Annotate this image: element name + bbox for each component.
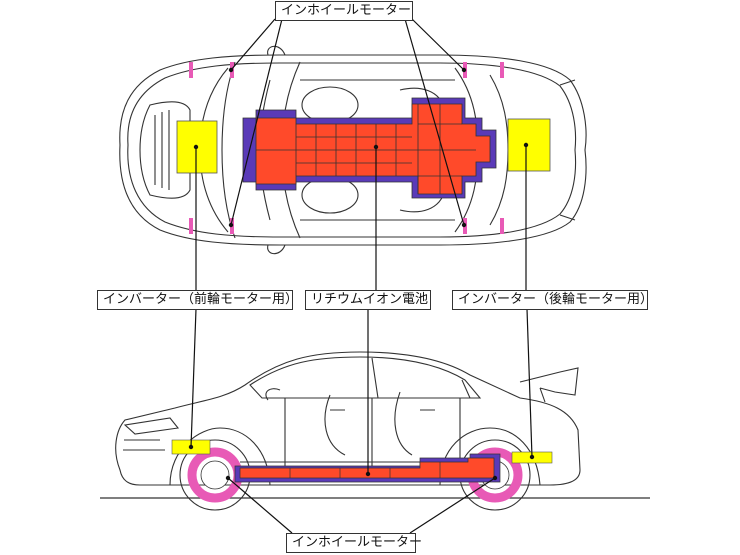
battery-pack-top <box>242 97 497 199</box>
label-in-wheel-motor-top: インホイールモーター <box>275 1 413 21</box>
label-inverter-front: インバーター（前輪モーター用） <box>97 290 298 310</box>
label-in-wheel-motor-bottom: インホイールモーター <box>286 533 422 553</box>
leader-dots <box>188 67 535 481</box>
label-inverter-rear: インバーター（後輪モーター用） <box>452 290 653 310</box>
label-lithium-ion-battery: リチウムイオン電池 <box>305 290 431 310</box>
side-view-car <box>100 351 650 511</box>
leader-lines <box>190 18 533 534</box>
inverter-rear-top <box>507 118 551 172</box>
